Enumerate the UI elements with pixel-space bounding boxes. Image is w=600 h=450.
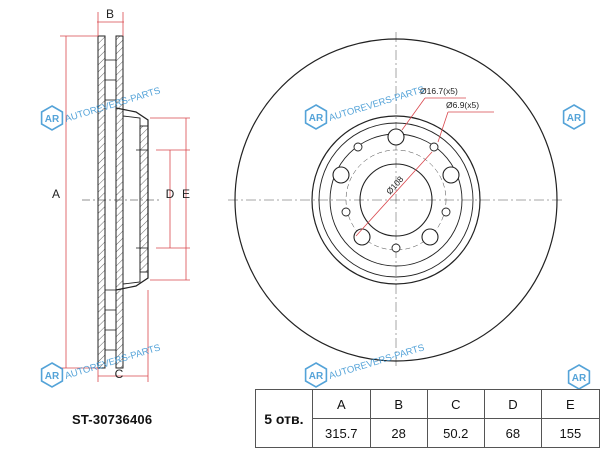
watermark-logo-text: AR xyxy=(45,371,60,382)
spec-value-e: 155 xyxy=(540,418,600,448)
watermarks: AR AUTOREVERS-PARTS AR AUTOREVERS-PARTS … xyxy=(40,84,591,390)
dim-label-c: C xyxy=(115,367,124,381)
watermark-logo-text: AR xyxy=(309,113,324,124)
watermark-logo-text: AR xyxy=(45,114,60,125)
side-view xyxy=(82,35,160,369)
spec-header-e: E xyxy=(540,389,600,419)
side-dimensions xyxy=(60,12,190,382)
small-holes xyxy=(341,142,451,253)
front-dimension-leaders xyxy=(355,97,494,237)
front-view xyxy=(228,32,564,368)
spec-header-c: C xyxy=(426,389,486,419)
bolt-hole-label: Ø16.7(x5) xyxy=(420,86,458,96)
part-number: ST-30736406 xyxy=(72,412,153,427)
dim-label-d: D xyxy=(166,187,175,201)
dim-label-a: A xyxy=(52,187,60,201)
holes-count: 5 отв. xyxy=(255,389,313,448)
watermark-logo-text: AR xyxy=(567,113,582,124)
spec-value-c: 50.2 xyxy=(426,418,486,448)
watermark-logo-text: AR xyxy=(572,373,587,384)
watermark-text: AUTOREVERS-PARTS xyxy=(328,342,426,382)
spec-header-row: 5 отв. A B C D E xyxy=(255,389,600,448)
spec-value-d: 68 xyxy=(484,418,542,448)
small-hole-label: Ø6.9(x5) xyxy=(446,100,479,110)
spec-value-row: 315.7 28 50.2 68 155 xyxy=(256,418,600,448)
spec-table: 5 отв. A B C D E 315.7 28 50.2 68 155 xyxy=(255,389,600,448)
spec-header-d: D xyxy=(484,389,542,419)
watermark-logo-text: AR xyxy=(309,371,324,382)
spec-header-a: A xyxy=(311,389,371,419)
spec-value-b: 28 xyxy=(369,418,428,448)
dim-label-e: E xyxy=(182,187,190,201)
bolt-holes xyxy=(332,128,460,246)
dim-label-b: B xyxy=(106,7,114,21)
spec-header-b: B xyxy=(369,389,428,419)
spec-value-a: 315.7 xyxy=(311,418,371,448)
